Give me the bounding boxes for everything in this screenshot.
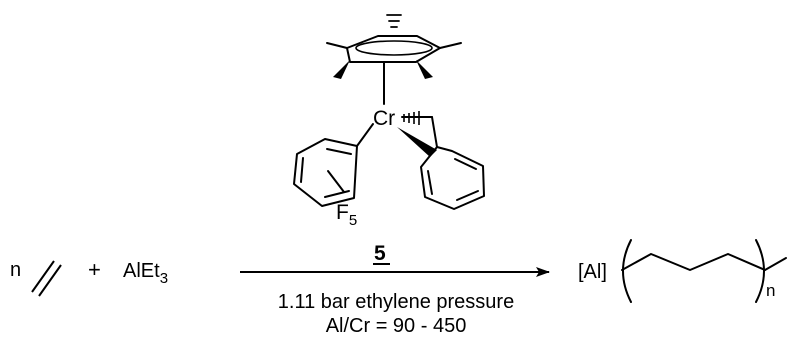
cocatalyst-label: AlEt3 <box>123 260 168 287</box>
fluorine-label-main: F <box>336 201 349 224</box>
c6f5-ring <box>293 138 358 207</box>
condition-pressure: 1.11 bar ethylene pressure <box>278 291 514 313</box>
polymer-zigzag <box>621 253 766 271</box>
ethylene-coefficient: n <box>10 259 21 281</box>
cp-ring <box>346 35 441 63</box>
cp-methyl-wedge-left <box>333 60 350 79</box>
cr-benzyne-wedge <box>397 127 437 157</box>
repeat-bracket-left <box>622 239 632 303</box>
fluorine-label: F5 <box>336 201 357 229</box>
cr-aryl-bond <box>356 123 374 147</box>
repeat-bracket-right <box>755 239 765 303</box>
cp-methyl-right <box>439 42 462 49</box>
condition-ratio: Al/Cr = 90 - 450 <box>326 315 467 337</box>
plus-sign: + <box>88 257 101 282</box>
chain-continuation <box>764 257 787 271</box>
product-polymer-chain <box>621 239 787 303</box>
fluorine-label-sub: 5 <box>349 212 357 229</box>
benzo-ring <box>420 146 485 210</box>
cocatalyst-sub: 3 <box>160 270 168 287</box>
catalyst-structure <box>293 14 485 210</box>
metal-label: Cr <box>373 107 395 130</box>
f5-pointer <box>327 170 345 193</box>
product-end-group: [Al] <box>578 261 607 283</box>
cp-methyl-wedge-right <box>416 60 433 79</box>
cr-hash-bond <box>403 111 420 125</box>
ethylene-double-bond <box>31 260 62 297</box>
compound-number: 5 <box>374 242 386 265</box>
cp-aromatic-ellipse <box>355 40 433 56</box>
repeat-subscript: n <box>766 281 775 300</box>
cp-methyl-left <box>326 42 348 49</box>
cocatalyst-main: AlEt <box>123 260 160 282</box>
cp-methyl-top <box>386 14 402 28</box>
